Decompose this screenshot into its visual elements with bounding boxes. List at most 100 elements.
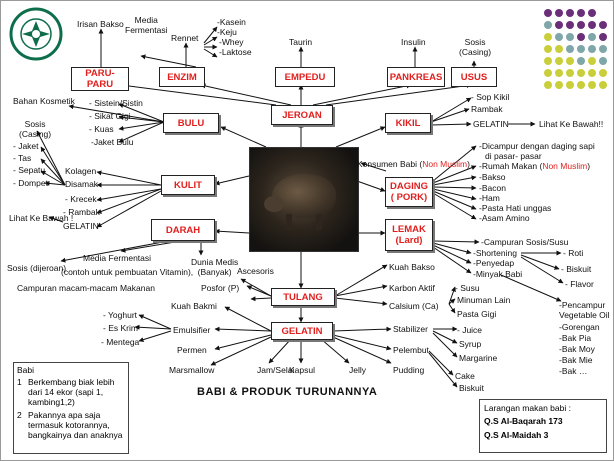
label-roti: - Roti	[563, 248, 584, 258]
label-pasta-gigi: Pasta Gigi	[457, 309, 497, 319]
label-sosis-casing-top: Sosis (Casing)	[459, 37, 492, 57]
label-kuah-bakmi: Kuah Bakmi	[171, 301, 217, 311]
label-irisan-bakso: Irisan Bakso	[77, 19, 124, 29]
label-pencampur-veg: -Pencampur Vegetable Oil	[559, 300, 610, 320]
label-asam-amino: -Asam Amino	[479, 213, 530, 223]
decor-dot	[555, 69, 563, 77]
label-ham: -Ham	[479, 193, 500, 203]
label-susu: - Susu	[455, 283, 480, 293]
box-empedu: EMPEDU	[275, 67, 335, 87]
label-juice: - Juice	[457, 325, 483, 335]
decor-dot	[555, 81, 563, 89]
decor-dot	[599, 81, 607, 89]
label-dompet: - Dompet	[13, 178, 48, 188]
label-rambak-top: Rambak	[471, 104, 503, 114]
box-kulit: KULIT	[161, 175, 215, 195]
decor-dot	[577, 45, 585, 53]
box-daging: DAGING ( PORK)	[385, 177, 433, 207]
decor-dot	[566, 81, 574, 89]
label-sosis-dijeroan: Sosis (dijeroan)	[7, 263, 67, 273]
decor-dot	[599, 45, 607, 53]
larangan-box: Larangan makan babi : Q.S Al-Baqarah 173…	[479, 399, 607, 453]
label-cake: Cake	[455, 371, 475, 381]
babi-note: Babi 1 Berkembang biak lebih dari 14 eko…	[13, 362, 129, 454]
decor-dot	[566, 9, 574, 17]
box-usus: USUS	[451, 67, 497, 87]
decor-dot	[577, 81, 585, 89]
mui-logo-icon	[9, 7, 63, 61]
decor-dot	[577, 33, 585, 41]
label-dicampur: -Dicampur dengan daging sapi	[479, 141, 595, 151]
diagram-title: BABI & PRODUK TURUNANNYA	[197, 386, 378, 398]
label-jaket-bulu: -Jaket Bulu	[91, 137, 134, 147]
decor-dot	[544, 69, 552, 77]
label-jam-selai: Jam/Selai	[257, 365, 295, 375]
label-bak-pia: -Bak Pia	[559, 333, 592, 343]
pig-leg	[286, 214, 292, 230]
label-gelatin-kulit: GELATIN	[63, 221, 99, 231]
label-sikat-gigi: - Sikat Gigi	[89, 111, 131, 121]
label-rambak-left: - Rambak	[63, 207, 100, 217]
label-disamak: Disamak	[65, 179, 99, 189]
decor-dot	[599, 69, 607, 77]
label-bak-dots: -Bak …	[559, 366, 588, 376]
label-bahan-kosmetik: Bahan Kosmetik	[13, 96, 75, 106]
label-penyedap: -Penyedap	[473, 258, 515, 268]
label-sop-kikil: - Sop Kikil	[471, 92, 510, 102]
decor-dot	[555, 33, 563, 41]
larangan-rule: Q.S Al-Baqarah 173	[484, 416, 563, 426]
box-lemak: LEMAK (Lard)	[385, 219, 433, 251]
decor-dot	[544, 45, 552, 53]
decor-dot	[588, 57, 596, 65]
label-yoghurt: - Yoghurt	[103, 310, 138, 320]
decor-dot	[588, 69, 596, 77]
label-bacon: -Bacon	[479, 183, 506, 193]
label-karbon-aktif: Karbon Aktif	[389, 283, 435, 293]
decor-dot	[577, 69, 585, 77]
decor-dot	[588, 33, 596, 41]
larangan-rule: Q.S Al-Maidah 3	[484, 430, 549, 440]
label-minuman-lain: Minuman Lain	[457, 295, 511, 305]
label-margarine: Margarine	[459, 353, 498, 363]
label-krecek: - Krecek	[65, 194, 97, 204]
label-sepatu: - Sepatu	[13, 165, 46, 175]
label-sosis-casing-left: Sosis (Casing)	[19, 119, 52, 139]
label-media-fermentasi-top: Media Fermentasi	[125, 15, 168, 35]
label-kolagen: Kolagen	[65, 166, 97, 176]
label-konsumen-babi: Konsumen Babi (Non Muslim)	[357, 159, 470, 169]
decor-dot	[599, 33, 607, 41]
label-rumah-makan: -Rumah Makan (Non Muslim)	[479, 161, 591, 171]
pig-photo	[249, 147, 359, 252]
decor-dot	[588, 45, 596, 53]
label-bakso: -Bakso	[479, 172, 506, 182]
box-paru: PARU- PARU	[71, 67, 129, 91]
decor-dot	[599, 57, 607, 65]
decor-dot	[566, 45, 574, 53]
label-permen: Permen	[177, 345, 207, 355]
label-biskuit-bottom: Biskuit	[459, 383, 485, 393]
label-flavor: - Flavor	[565, 279, 594, 289]
label-es-krim: - Es Krim	[103, 323, 138, 333]
label-emulsifier: Emulsifier	[173, 325, 211, 335]
decor-dot	[566, 57, 574, 65]
decor-dot	[566, 69, 574, 77]
decor-dot	[566, 33, 574, 41]
label-gorengan: -Gorengan	[559, 322, 600, 332]
babi-note-item: 1 Berkembang biak lebih dari 14 ekor (sa…	[17, 377, 115, 407]
label-taurin: Taurin	[289, 37, 313, 47]
label-campuran-makanan: Campuran macam-macam Makanan	[17, 283, 155, 293]
label-calsium: Calsium (Ca)	[389, 301, 439, 311]
label-bak-mie: -Bak Mie	[559, 355, 593, 365]
decor-dot	[555, 45, 563, 53]
box-jeroan: JEROAN	[271, 105, 333, 125]
label-ascesoris: Ascesoris	[237, 266, 274, 276]
decor-dot	[544, 81, 552, 89]
decor-dot	[577, 21, 585, 29]
label-insulin: Insulin	[401, 37, 426, 47]
label-jaket: - Jaket	[13, 141, 39, 151]
decor-dot	[555, 57, 563, 65]
decor-dot	[588, 9, 596, 17]
label-jelly: Jelly	[349, 365, 367, 375]
decor-dot	[544, 57, 552, 65]
